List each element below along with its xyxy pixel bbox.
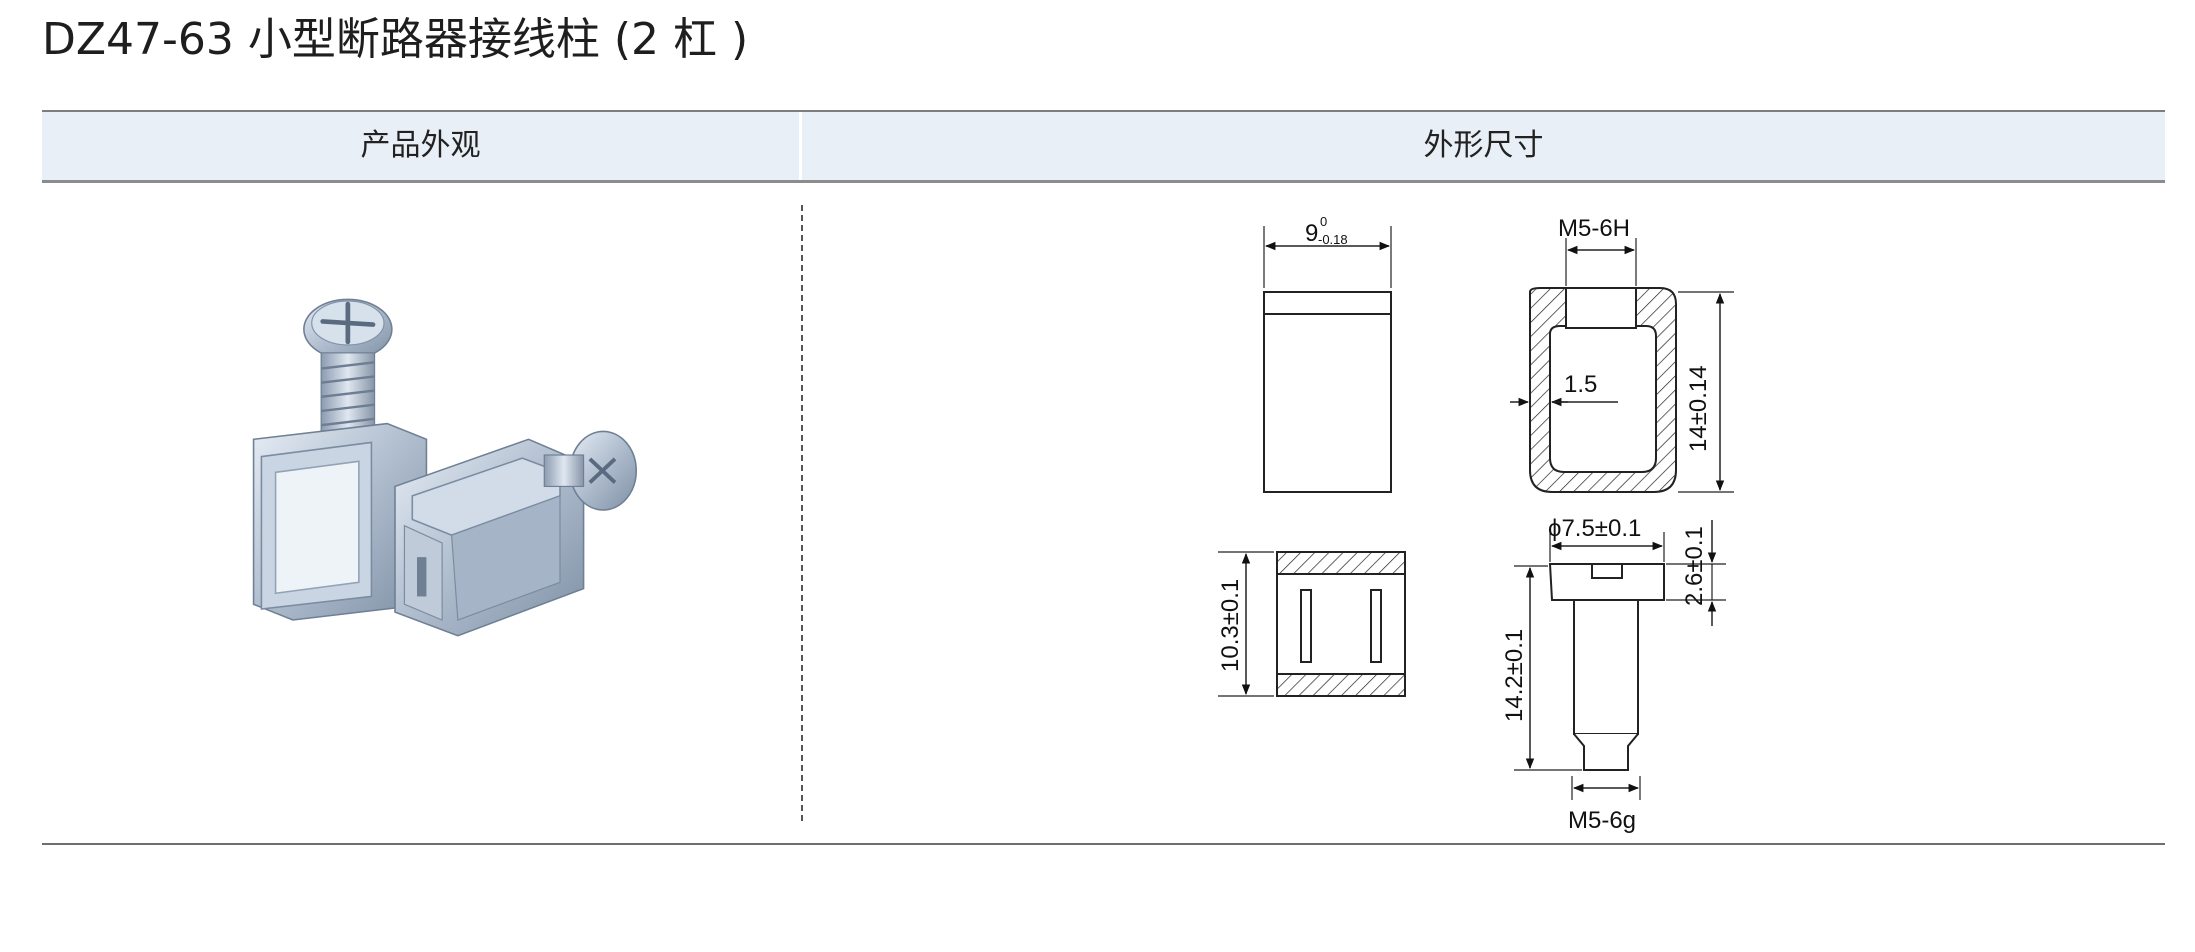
header-bottom-rule — [42, 180, 2165, 183]
table-top-rule — [42, 110, 2165, 112]
left-clamp — [252, 298, 428, 621]
right-clamp — [394, 430, 638, 637]
header-appearance: 产品外观 — [360, 128, 481, 163]
product-photo — [252, 298, 638, 637]
header-divider — [799, 112, 802, 180]
table-bottom-rule — [42, 843, 2165, 845]
spec-table: 产品外观 外形尺寸 — [42, 110, 2165, 845]
page-title: DZ47-63 小型断路器接线柱 (2 杠 ) — [42, 14, 749, 65]
column-divider-dashed — [801, 205, 803, 821]
header-dimensions: 外形尺寸 — [1423, 128, 1544, 163]
table-header-row: 产品外观 外形尺寸 — [42, 112, 2165, 180]
